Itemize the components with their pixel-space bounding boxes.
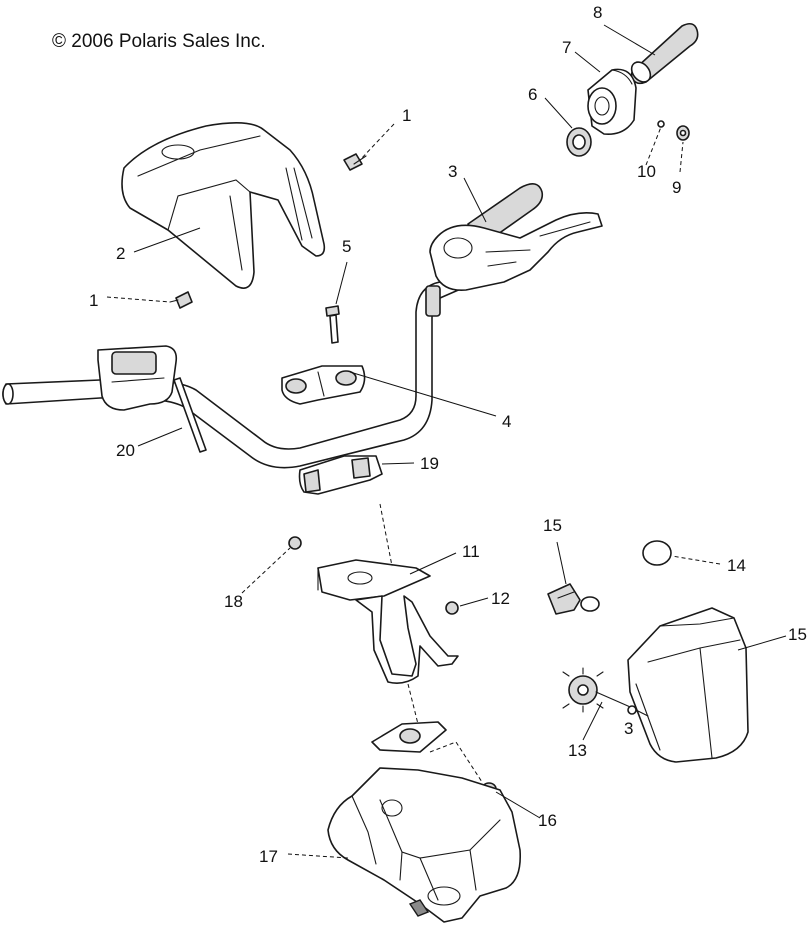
part-nut-18 [288,536,302,550]
callout-8: 8 [593,3,602,22]
callout-16: 16 [538,811,557,830]
part-handlebar [2,261,489,469]
callout-1-left: 1 [89,291,98,310]
part-headlight [627,607,749,763]
callout-9: 9 [672,178,681,197]
callout-3: 3 [448,162,457,181]
callout-15-bulb: 15 [543,516,562,535]
part-grip-tube [630,22,699,85]
callout-2: 2 [116,244,125,263]
callout-7: 7 [562,38,571,57]
callout-10: 10 [637,162,656,181]
callout-3-lower: 3 [624,719,633,738]
part-throttle-housing [587,68,637,136]
callout-19: 19 [420,454,439,473]
callout-14: 14 [727,556,746,575]
part-screw [657,120,665,128]
part-upper-clamp [281,365,366,405]
part-handlebar-pod [121,122,326,289]
part-bolt-left [169,291,193,309]
part-adjuster [562,667,649,717]
callout-17: 17 [259,847,278,866]
callout-4: 4 [502,412,511,431]
copyright-notice: © 2006 Polaris Sales Inc. [52,31,266,52]
callout-11: 11 [462,542,480,561]
part-grommet [566,127,592,157]
part-mount-plate [371,721,447,753]
part-ring [642,540,672,566]
callout-20: 20 [116,441,135,460]
callout-6: 6 [528,85,537,104]
part-throttle-control [425,183,603,317]
callout-numbers: 1 2 3 4 5 6 7 8 9 10 11 12 13 14 15 16 1… [89,3,807,866]
part-nut-12 [445,601,459,615]
part-lower-clamp [298,455,383,495]
part-left-control [97,345,178,411]
callout-12: 12 [491,589,510,608]
part-bracket [317,559,459,684]
callout-18: 18 [224,592,243,611]
callout-13: 13 [568,741,587,760]
part-lower-housing [327,767,522,923]
part-bulb-socket [547,583,600,615]
part-nut [676,125,690,141]
part-rod [173,377,207,453]
callout-15-headlight: 15 [788,625,807,644]
leader-lines [106,24,787,859]
part-long-bolt [325,305,340,344]
callout-1-upper: 1 [402,106,411,125]
part-bolt-upper [343,153,367,171]
callout-5: 5 [342,237,351,256]
